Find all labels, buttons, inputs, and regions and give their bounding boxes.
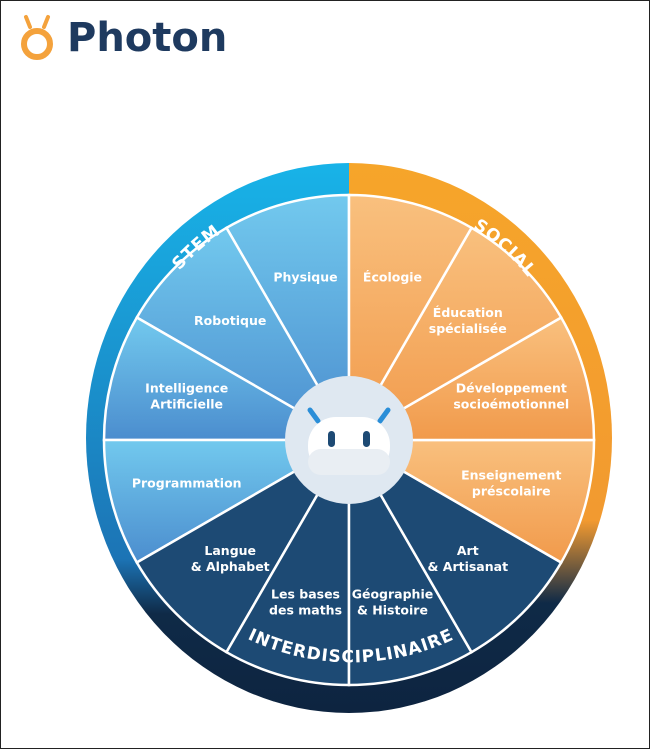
segment-4 xyxy=(135,436,353,654)
photon-logo: Photon xyxy=(17,13,227,63)
segment-7 xyxy=(345,436,563,654)
robot-face-icon xyxy=(307,407,391,475)
segment-label-11: Écologie xyxy=(363,270,422,285)
segment-6 xyxy=(347,435,474,687)
segment-8 xyxy=(344,438,596,565)
segment-10 xyxy=(345,226,563,444)
segment-2 xyxy=(102,315,354,442)
segment-0 xyxy=(224,193,351,445)
brand-name: Photon xyxy=(67,15,228,61)
robot-head-logo-icon xyxy=(21,15,53,60)
segment-9 xyxy=(344,315,596,442)
segment-11 xyxy=(347,193,474,445)
segment-label-1: Robotique xyxy=(194,313,266,328)
segment-label-0: Physique xyxy=(273,270,337,285)
segment-label-7: Art& Artisanat xyxy=(428,543,509,574)
segment-label-6: Géographie& Histoire xyxy=(352,586,433,617)
segment-label-3: Programmation xyxy=(132,475,242,490)
segment-3 xyxy=(102,438,354,565)
segment-5 xyxy=(224,435,351,687)
segment-label-4: Langue& Alphabet xyxy=(191,543,270,574)
segment-1 xyxy=(135,226,353,444)
